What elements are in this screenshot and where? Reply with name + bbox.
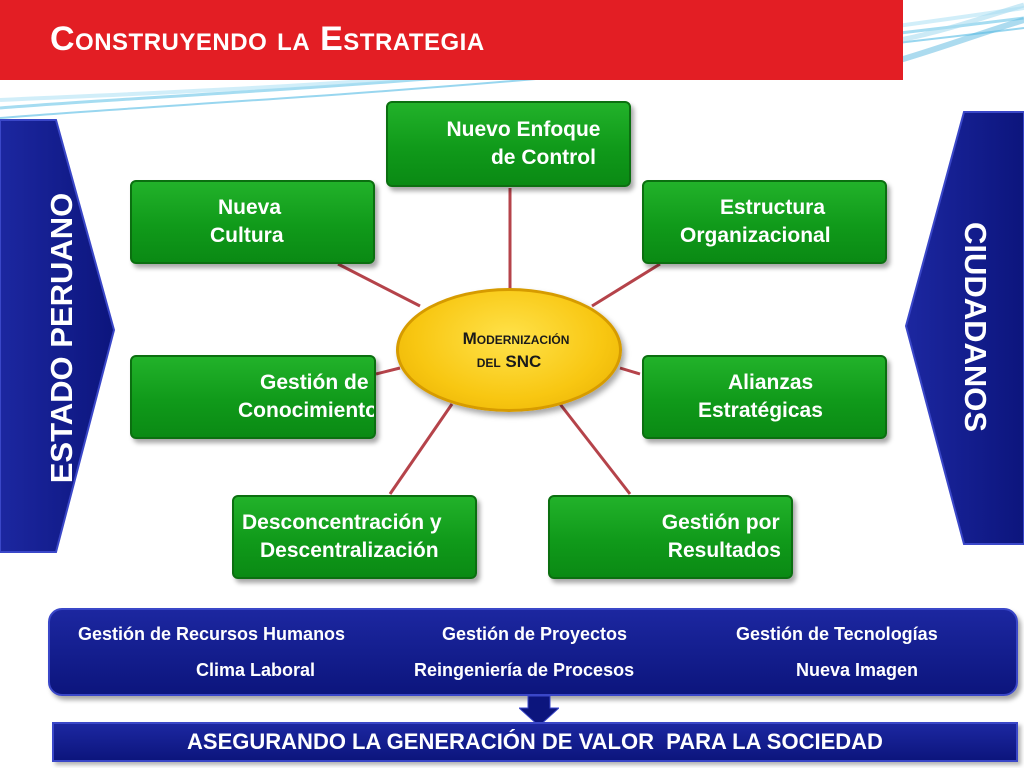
down-arrow-icon bbox=[519, 696, 559, 726]
node-line2: de Control bbox=[490, 146, 596, 169]
node-estructura: Estructura Organizacional bbox=[642, 180, 887, 264]
node-line1: Alianzas bbox=[728, 371, 814, 394]
node-line2: Estratégicas bbox=[698, 399, 823, 422]
center-ellipse: Modernización del SNC bbox=[396, 288, 622, 412]
panel-item-proyectos: Gestión de Proyectos bbox=[442, 624, 628, 644]
panel-item-imagen: Nueva Imagen bbox=[796, 660, 919, 680]
footer-bar: ASEGURANDO LA GENERACIÓN DE VALOR PARA L… bbox=[52, 722, 1018, 762]
connector-upper-left bbox=[337, 262, 421, 308]
connector-mid-left bbox=[375, 366, 401, 376]
node-gestion-conocimiento: Gestión de Conocimiento bbox=[130, 355, 376, 439]
panel-item-rrhh: Gestión de Recursos Humanos bbox=[78, 624, 346, 644]
panel-item-reingenieria: Reingeniería de Procesos bbox=[414, 660, 635, 680]
node-line1: Gestión de bbox=[260, 371, 369, 394]
node-gestion-resultados: Gestión por Resultados bbox=[548, 495, 793, 579]
center-line2: del SNC bbox=[476, 352, 542, 371]
node-nueva-cultura: Nueva Cultura bbox=[130, 180, 375, 264]
node-line2: Conocimiento bbox=[238, 399, 376, 422]
connector-lower-left bbox=[388, 403, 454, 495]
panel-item-tecnologias: Gestión de Tecnologías bbox=[736, 624, 938, 644]
bottom-panel: Gestión de Recursos Humanos Gestión de P… bbox=[48, 608, 1018, 696]
node-line2: Resultados bbox=[667, 539, 781, 562]
node-line2: Descentralización bbox=[260, 539, 439, 562]
node-desconcentracion: Desconcentración y Descentralización bbox=[232, 495, 477, 579]
footer-text: ASEGURANDO LA GENERACIÓN DE VALOR PARA L… bbox=[187, 729, 883, 754]
center-line1: Modernización bbox=[462, 329, 570, 348]
connector-lower-right bbox=[558, 403, 632, 495]
node-line1: Nuevo Enfoque bbox=[446, 118, 601, 141]
panel-item-clima: Clima Laboral bbox=[196, 660, 316, 680]
node-line1: Estructura bbox=[720, 196, 826, 219]
slide-title: Construyendo la Estrategia bbox=[50, 20, 485, 58]
connector-mid-right bbox=[619, 366, 641, 376]
node-line2: Cultura bbox=[210, 224, 284, 247]
node-line1: Nueva bbox=[218, 196, 282, 219]
node-line1: Gestión por bbox=[661, 511, 780, 534]
connector-upper-right bbox=[591, 262, 661, 308]
node-line2: Organizacional bbox=[680, 224, 831, 247]
node-alianzas: Alianzas Estratégicas bbox=[642, 355, 887, 439]
title-bar: Construyendo la Estrategia bbox=[0, 0, 903, 80]
node-line1: Desconcentración y bbox=[242, 511, 442, 534]
node-nuevo-enfoque: Nuevo Enfoque de Control bbox=[386, 101, 631, 187]
